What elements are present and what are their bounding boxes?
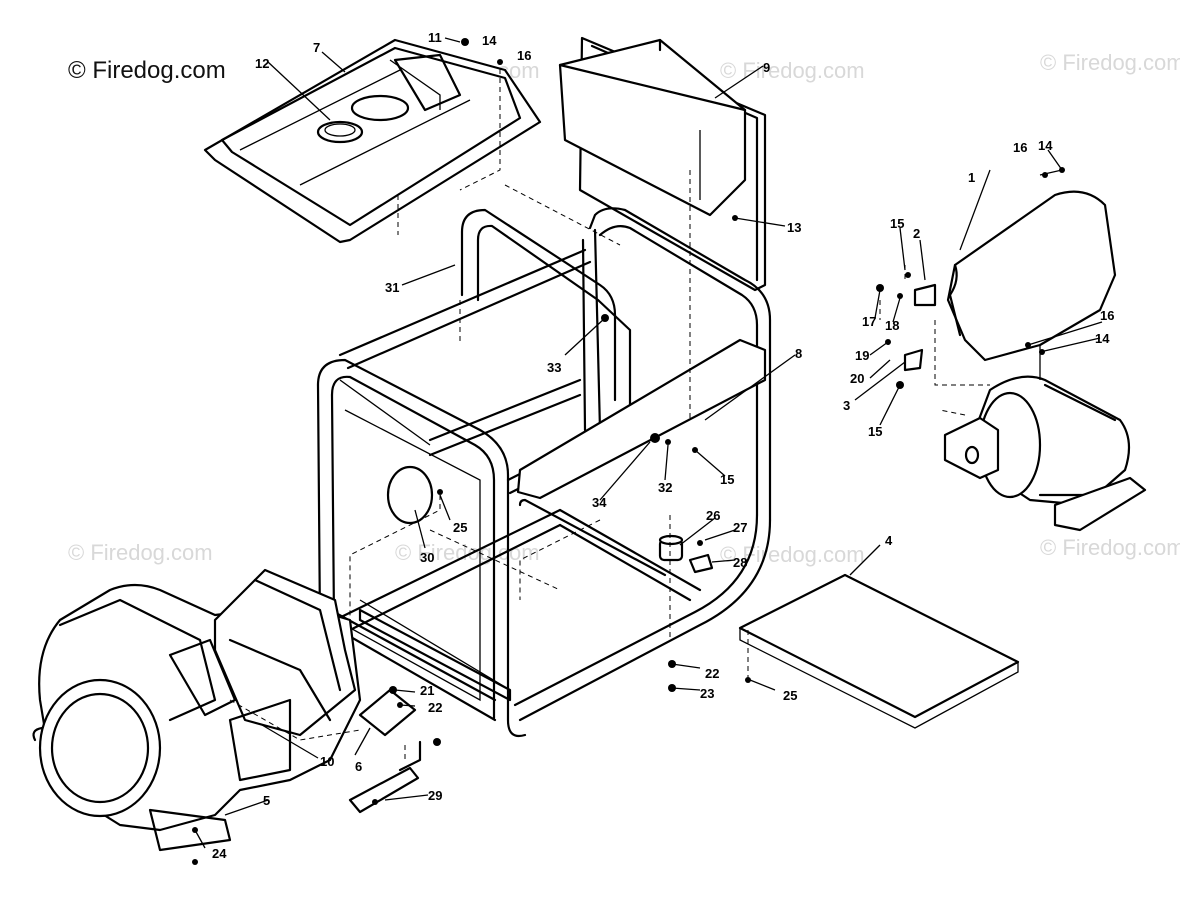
callout-16-right: 16: [1100, 308, 1114, 323]
hardware-small-parts: [658, 283, 937, 574]
callout-19: 19: [855, 348, 869, 363]
callout-10: 10: [320, 754, 334, 769]
tube-frame: [316, 207, 772, 738]
callout-9: 9: [763, 60, 770, 75]
leader-lines: [194, 37, 1103, 849]
callout-33: 33: [547, 360, 561, 375]
callout-21: 21: [420, 683, 434, 698]
callout-14-right-top: 14: [1038, 138, 1053, 153]
callout-14-right: 14: [1095, 331, 1110, 346]
callout-8: 8: [795, 346, 802, 361]
callout-20: 20: [850, 371, 864, 386]
watermark-brand: © Firedog.com: [68, 57, 226, 84]
callout-24: 24: [212, 846, 227, 861]
callout-5: 5: [263, 793, 270, 808]
watermark-mid-right: © Firedog.com: [720, 542, 865, 567]
callout-4: 4: [885, 533, 893, 548]
callout-labels: 1 2 3 4 5 6 7 8 9 10 11 12 13 14 14 14 1…: [212, 30, 1114, 861]
callout-14-top: 14: [482, 33, 497, 48]
callout-7: 7: [313, 40, 320, 55]
watermark-mid-left: © Firedog.com: [68, 540, 213, 565]
callout-28: 28: [733, 555, 747, 570]
fuel-tank: [203, 38, 542, 244]
callout-15-frame: 15: [720, 472, 734, 487]
callout-25-base: 25: [783, 688, 797, 703]
watermark-top-right: © Firedog.com: [720, 58, 865, 83]
callout-2: 2: [913, 226, 920, 241]
callout-1: 1: [968, 170, 975, 185]
callout-23: 23: [700, 686, 714, 701]
engine-mount-bracket: [348, 688, 422, 814]
callout-3: 3: [843, 398, 850, 413]
callout-25-frame: 25: [453, 520, 467, 535]
callout-15-bottom: 15: [868, 424, 882, 439]
callout-31: 31: [385, 280, 399, 295]
callout-11: 11: [428, 30, 442, 45]
fuel-cap: [316, 120, 364, 144]
fastener-dots: [192, 38, 1065, 865]
callout-15-top: 15: [890, 216, 904, 231]
callout-12: 12: [255, 56, 269, 71]
callout-18: 18: [885, 318, 899, 333]
callout-32: 32: [658, 480, 672, 495]
base-plate: [738, 573, 1020, 729]
alternator-assembly: [943, 190, 1147, 532]
watermark-mid-far-right: © Firedog.com: [1040, 535, 1180, 560]
callout-13: 13: [787, 220, 801, 235]
callout-16-right-top: 16: [1013, 140, 1027, 155]
assembly-guide-lines: [229, 60, 990, 760]
callout-17: 17: [862, 314, 876, 329]
callout-22-left: 22: [428, 700, 442, 715]
control-panel: [558, 36, 767, 292]
callout-22-right: 22: [705, 666, 719, 681]
watermark-top-far-right: © Firedog.com: [1040, 50, 1180, 75]
callout-34: 34: [592, 495, 607, 510]
watermark-mid-center: © Firedog.com: [395, 540, 540, 565]
callout-26: 26: [706, 508, 720, 523]
callout-6: 6: [355, 759, 362, 774]
callout-30: 30: [420, 550, 434, 565]
callout-16-top: 16: [517, 48, 531, 63]
callout-27: 27: [733, 520, 747, 535]
engine-assembly: [32, 568, 362, 852]
callout-29: 29: [428, 788, 442, 803]
